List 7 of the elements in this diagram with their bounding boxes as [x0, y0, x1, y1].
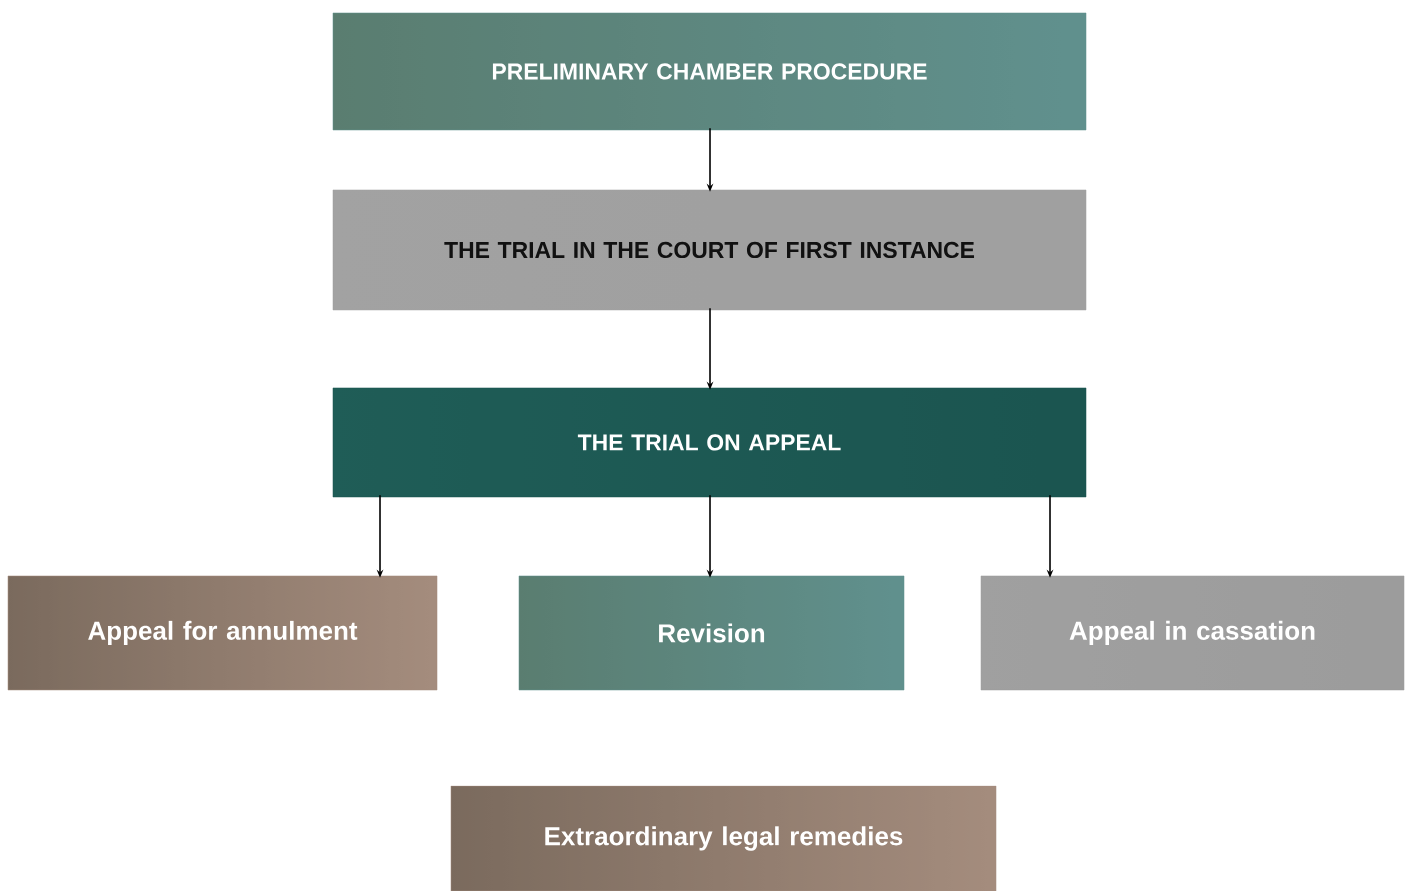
remedy-box: Revision — [518, 575, 905, 691]
remedy-box: Extraordinary legal remedies — [450, 785, 997, 891]
stage-box: THE TRIAL IN THE COURT OF FIRST INSTANCE — [332, 189, 1087, 311]
stage-box: PRELIMINARY CHAMBER PROCEDURE — [332, 12, 1087, 131]
stage-box: THE TRIAL ON APPEAL — [332, 387, 1087, 498]
remedy-box: Appeal in cassation — [980, 575, 1405, 691]
remedy-box: Appeal for annulment — [7, 575, 438, 691]
